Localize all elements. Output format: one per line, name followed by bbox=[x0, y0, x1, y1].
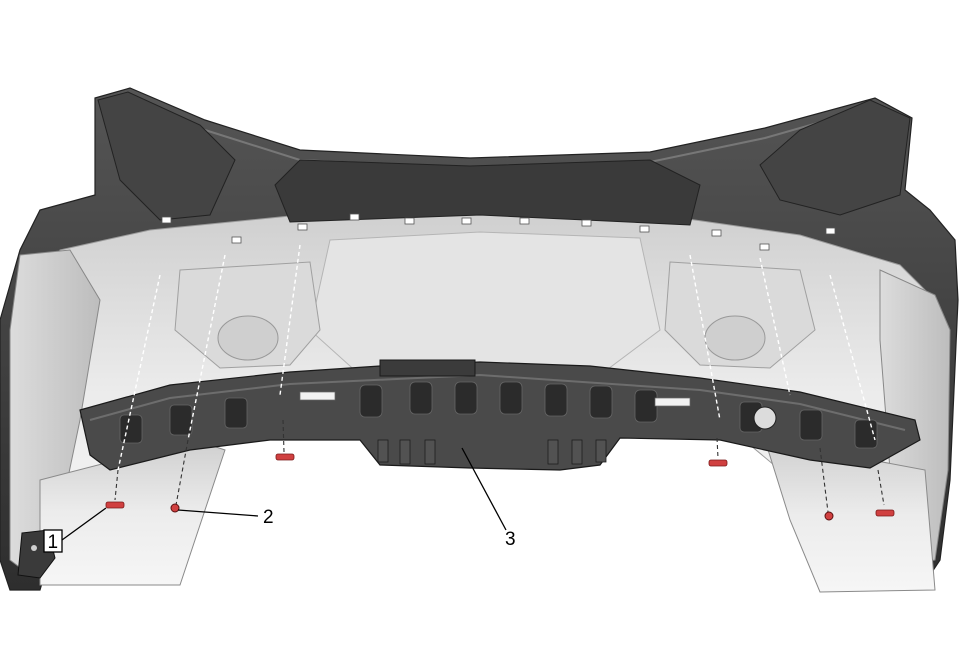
fasteners bbox=[105, 453, 895, 521]
bumper-fascia bbox=[0, 87, 959, 591]
right-bracket-plate bbox=[764, 439, 936, 593]
retainer-clip-center-right bbox=[708, 459, 728, 467]
callout-1: 1 bbox=[43, 529, 63, 553]
callout-3: 3 bbox=[505, 529, 516, 550]
alignment-lines bbox=[114, 244, 885, 513]
svg-text:1: 1 bbox=[48, 532, 59, 553]
svg-text:2: 2 bbox=[263, 507, 274, 528]
retainer-clip-right bbox=[875, 509, 895, 517]
screw-left bbox=[170, 503, 180, 513]
callout-2: 2 bbox=[263, 507, 274, 528]
retainer-clip-left bbox=[105, 501, 125, 509]
screw-right bbox=[824, 511, 834, 521]
retainer-clip-center-left bbox=[275, 453, 295, 461]
energy-absorber bbox=[79, 359, 921, 471]
svg-text:3: 3 bbox=[505, 529, 516, 550]
